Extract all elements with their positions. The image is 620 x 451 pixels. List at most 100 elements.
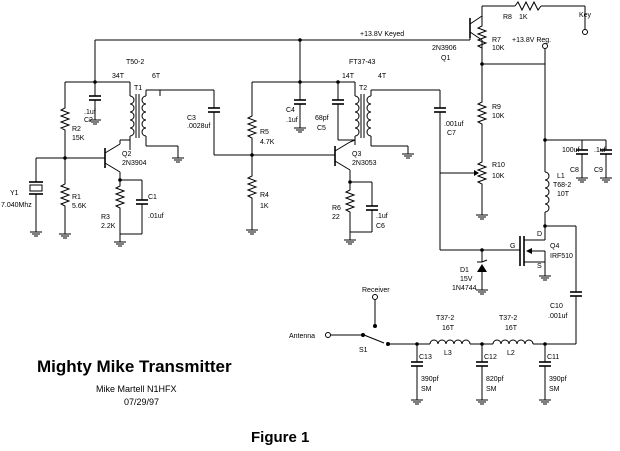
r4-value: 1K bbox=[260, 203, 269, 210]
capacitor-c3: C3 .0028uf bbox=[159, 89, 335, 156]
inductor-l2: T37-2 16T L2 bbox=[492, 315, 534, 357]
t1-primary: 34T bbox=[112, 73, 125, 80]
keyed-supply-rail: +13.8V Keyed bbox=[94, 31, 470, 82]
t2-ref: T2 bbox=[359, 85, 367, 92]
l2-turns: 16T bbox=[505, 325, 518, 332]
q3-ref: Q3 bbox=[352, 151, 361, 158]
q1-part: 2N3906 bbox=[432, 45, 457, 52]
c2-value: .1uf bbox=[84, 109, 96, 116]
c9-value: .1uf bbox=[594, 147, 606, 154]
antenna-terminal[interactable] bbox=[325, 332, 331, 338]
t2-core: FT37-43 bbox=[349, 59, 376, 66]
c8-ref: C8 bbox=[570, 167, 579, 174]
l3-turns: 16T bbox=[442, 325, 455, 332]
resistor-r7: R7 10K bbox=[477, 6, 505, 64]
q4-ref: Q4 bbox=[550, 243, 559, 250]
l2-ref: L2 bbox=[507, 350, 515, 357]
r2-value: 15K bbox=[72, 135, 85, 142]
transistor-q3: Q3 2N3053 bbox=[334, 139, 377, 182]
c5-value: 68pf bbox=[315, 115, 329, 122]
c7-value: .001uf bbox=[444, 121, 464, 128]
c11-value: 390pf bbox=[549, 376, 567, 383]
c9-ref: C9 bbox=[594, 167, 603, 174]
t1-secondary: 6T bbox=[152, 73, 161, 80]
key-label: Key bbox=[579, 12, 592, 19]
c6-value: .1uf bbox=[376, 213, 388, 220]
capacitor-c9: .1uf C9 bbox=[594, 140, 613, 183]
receiver-label: Receiver bbox=[362, 287, 390, 294]
q4-part: IRF510 bbox=[550, 253, 573, 260]
capacitor-c10: C10 .001uf bbox=[545, 226, 582, 345]
resistor-r8: R8 1K bbox=[503, 0, 585, 21]
capacitor-c1: C1 .01uf bbox=[120, 180, 164, 235]
capacitor-c8: 100uf C8 bbox=[543, 138, 606, 183]
c11-ref: C11 bbox=[547, 354, 559, 361]
l1-ref: L1 bbox=[557, 173, 565, 180]
c3-value: .0028uf bbox=[187, 123, 210, 130]
resistor-r2: R2 15K bbox=[60, 82, 85, 158]
q4-gate: G bbox=[510, 243, 515, 250]
c7-ref: C7 bbox=[447, 130, 456, 137]
r6-ref: R6 bbox=[332, 205, 341, 212]
transistor-q1: 2N3906 Q1 bbox=[432, 5, 505, 62]
resistor-r9: R9 10K bbox=[477, 64, 505, 158]
d1-ref: D1 bbox=[460, 267, 469, 274]
regulated-supply-rail: +13.8V Reg. bbox=[480, 37, 551, 140]
r10-value: 10K bbox=[492, 173, 505, 180]
r5-ref: R5 bbox=[260, 129, 269, 136]
receiver-terminal[interactable] bbox=[372, 294, 378, 300]
inductor-l1: L1 T68-2 10T bbox=[543, 140, 576, 228]
crystal-y1: Y1 7.040Mhz bbox=[1, 157, 65, 237]
r7-value: 10K bbox=[492, 45, 505, 52]
figure-label: Figure 1 bbox=[251, 429, 309, 446]
inductor-l3: T37-2 16T L3 bbox=[429, 315, 471, 357]
t2-secondary: 4T bbox=[378, 73, 387, 80]
t1-ref: T1 bbox=[134, 85, 142, 92]
resistor-r1: R1 5.6K bbox=[58, 158, 87, 239]
c12-ref: C12 bbox=[484, 354, 497, 361]
c6-ref: C6 bbox=[376, 223, 385, 230]
r4-ref: R4 bbox=[260, 192, 269, 199]
c1-value: .01uf bbox=[148, 213, 164, 220]
r8-ref: R8 bbox=[503, 14, 512, 21]
r3-value: 2.2K bbox=[101, 223, 116, 230]
r8-value: 1K bbox=[519, 14, 528, 21]
capacitor-c5: 68pf C5 bbox=[315, 80, 355, 141]
r3-ref: R3 bbox=[101, 214, 110, 221]
q4-source: S bbox=[537, 263, 542, 270]
r9-ref: R9 bbox=[492, 104, 501, 111]
s1-label: S1 bbox=[359, 347, 368, 354]
key-terminal[interactable]: Key bbox=[579, 6, 592, 35]
l1-turns: 10T bbox=[557, 191, 570, 198]
r1-ref: R1 bbox=[72, 194, 81, 201]
r7-ref: R7 bbox=[492, 37, 501, 44]
c4-value: .1uf bbox=[286, 117, 298, 124]
c5-ref: C5 bbox=[317, 125, 326, 132]
c1-ref: C1 bbox=[148, 194, 157, 201]
schematic-title: Mighty Mike Transmitter bbox=[37, 357, 232, 376]
c10-value: .001uf bbox=[548, 313, 568, 320]
schematic-date: 07/29/97 bbox=[124, 397, 159, 407]
q2-part: 2N3904 bbox=[122, 160, 147, 167]
c3-ref: C3 bbox=[187, 115, 196, 122]
r5-value: 4.7K bbox=[260, 139, 275, 146]
capacitor-c4: C4 .1uf bbox=[286, 82, 307, 133]
y1-value: 7.040Mhz bbox=[1, 202, 32, 209]
d1-voltage: 15V bbox=[460, 276, 473, 283]
capacitor-c12: C12 820pf SM bbox=[475, 344, 504, 405]
c12-type: SM bbox=[486, 386, 497, 393]
q3-part: 2N3053 bbox=[352, 160, 377, 167]
c13-ref: C13 bbox=[419, 354, 432, 361]
r2-ref: R2 bbox=[72, 126, 81, 133]
c10-ref: C10 bbox=[550, 303, 563, 310]
c13-value: 390pf bbox=[421, 376, 439, 383]
q2-ref: Q2 bbox=[122, 151, 131, 158]
c12-value: 820pf bbox=[486, 376, 504, 383]
y1-ref: Y1 bbox=[10, 190, 19, 197]
resistor-r10: R10 10K bbox=[440, 157, 505, 220]
tr-switch-s1[interactable]: Antenna Receiver S1 bbox=[289, 287, 390, 354]
keyed-rail-label: +13.8V Keyed bbox=[360, 31, 404, 38]
regulated-rail-label: +13.8V Reg. bbox=[512, 37, 551, 44]
c11-type: SM bbox=[549, 386, 560, 393]
capacitor-c7: .001uf C7 bbox=[434, 90, 464, 250]
